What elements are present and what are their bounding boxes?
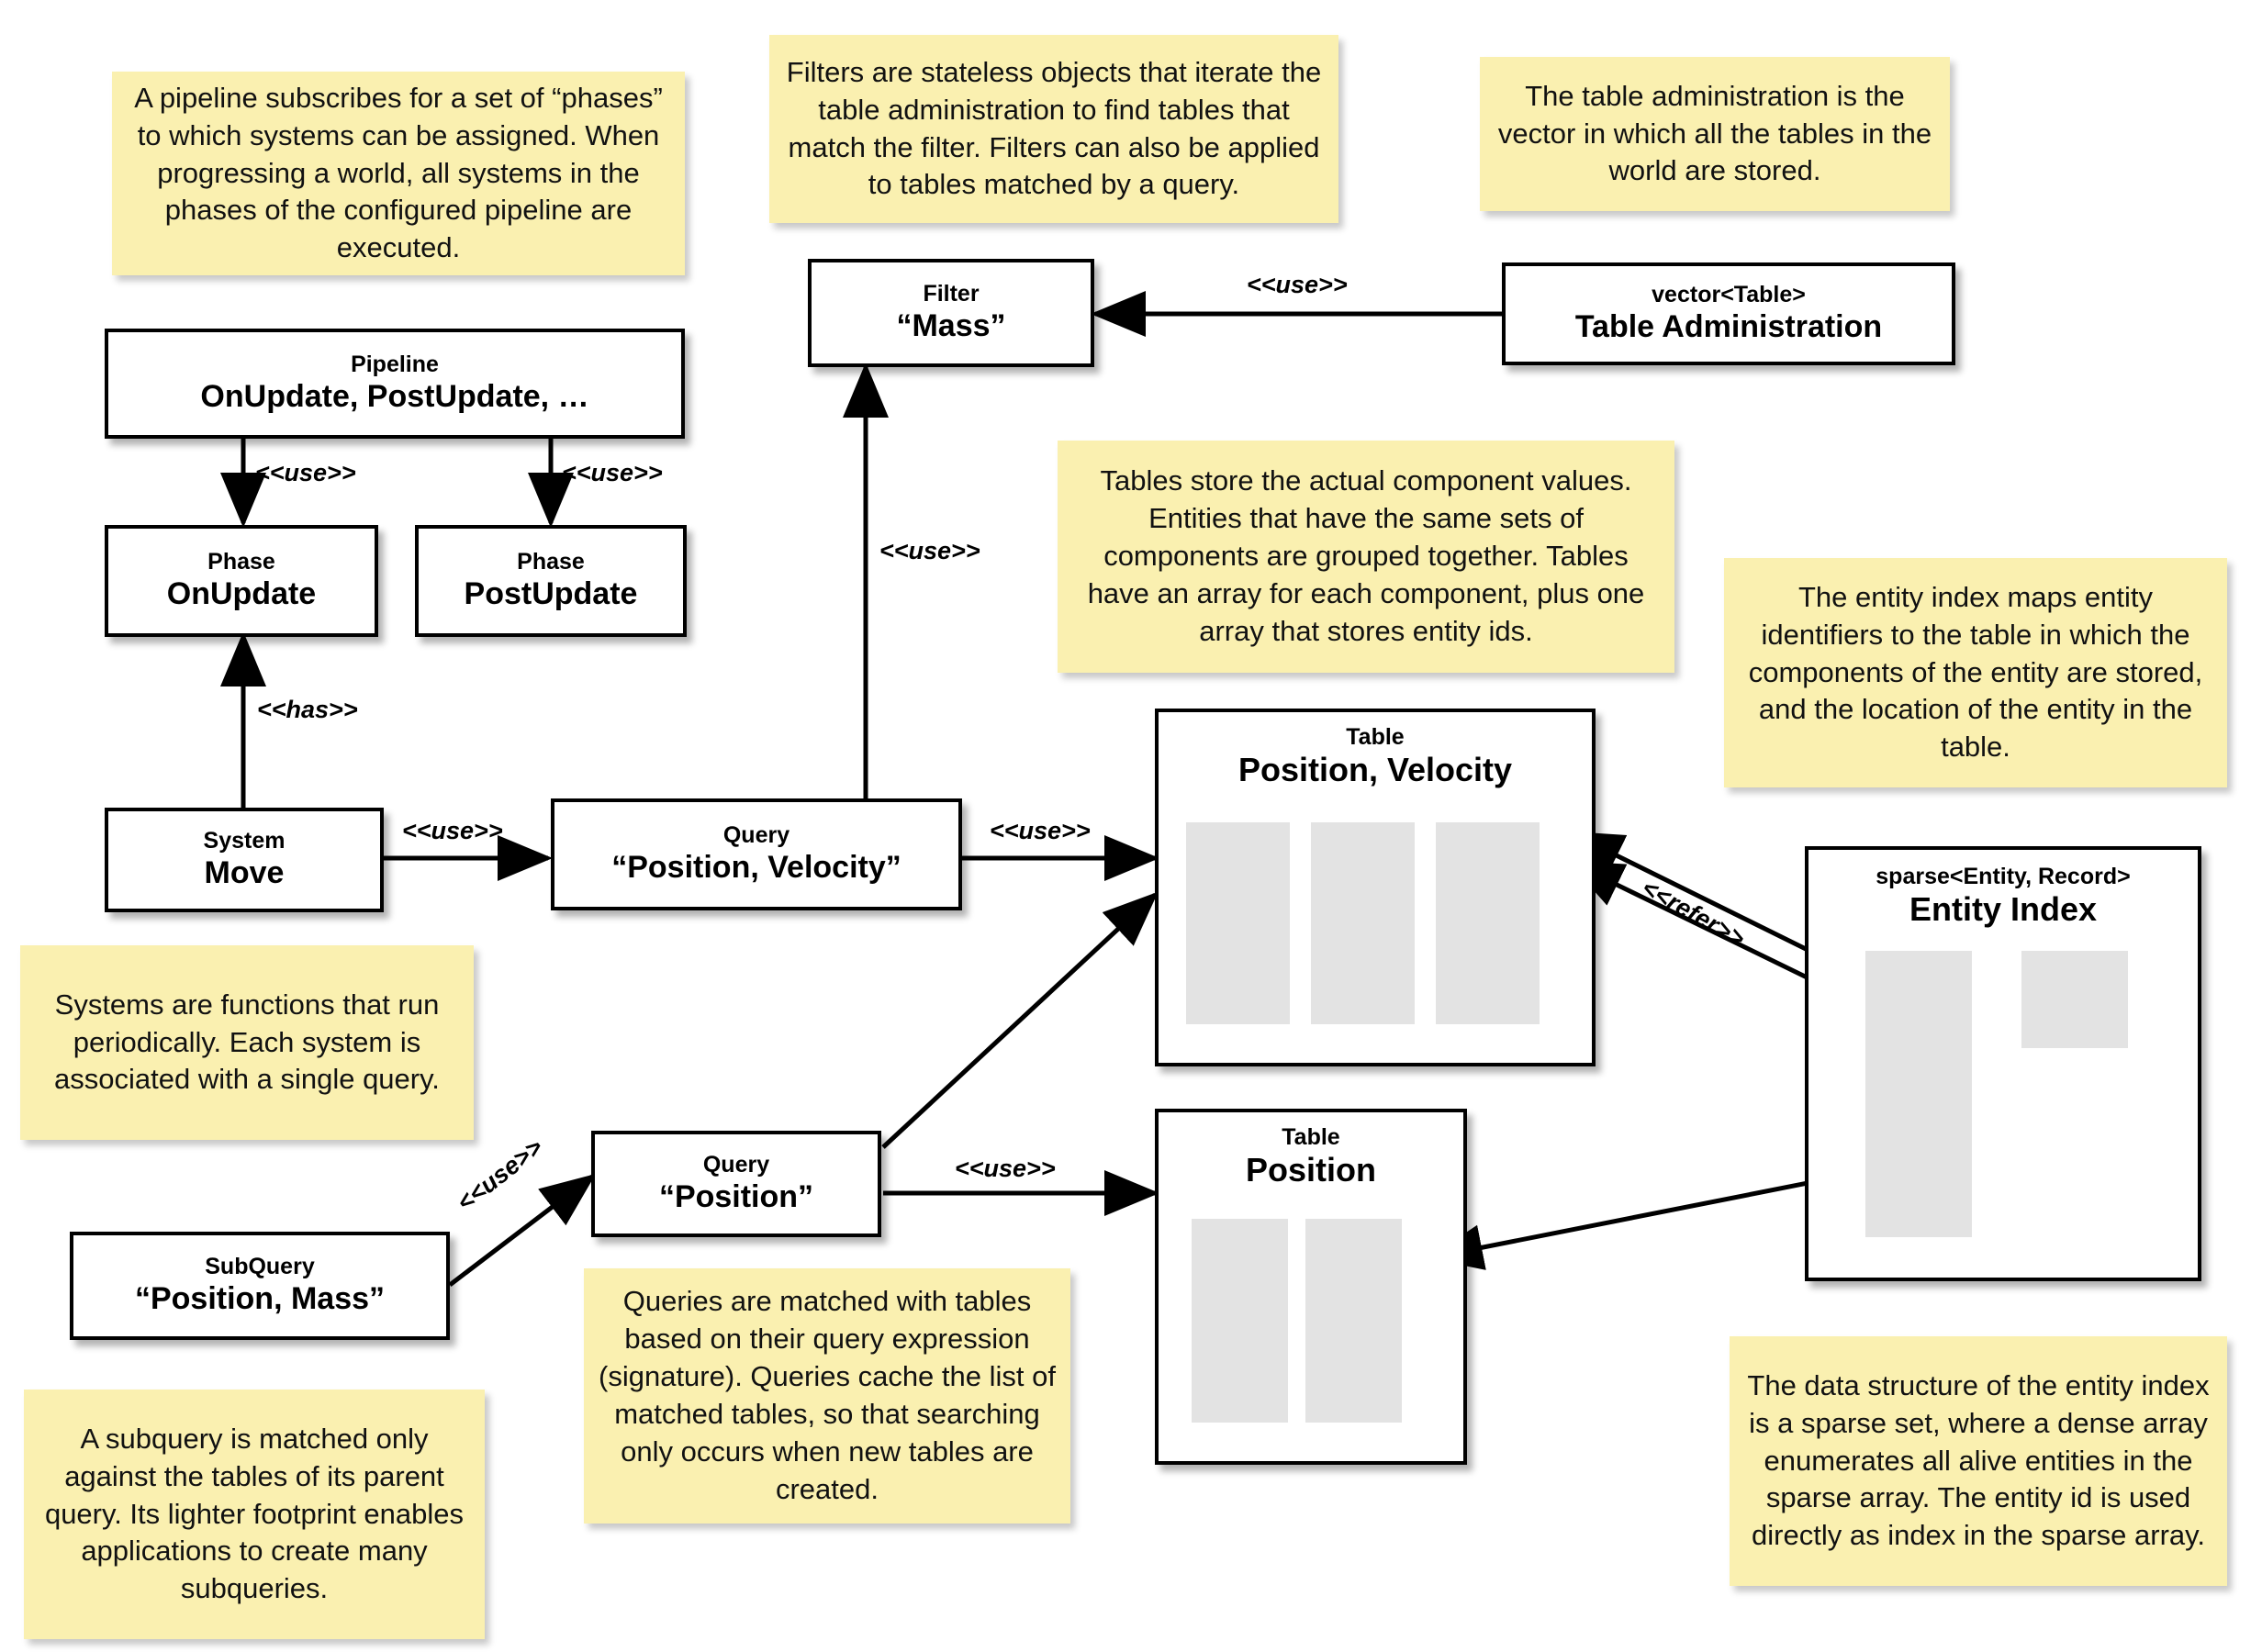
box-entity-index[interactable]: sparse<Entity, Record> Entity Index xyxy=(1805,846,2201,1281)
label-querypos-tablepos: <<use>> xyxy=(955,1155,1056,1182)
box-query-pos-sub: Query xyxy=(702,1151,770,1178)
box-pipeline-main: OnUpdate, PostUpdate, … xyxy=(200,379,589,415)
table-pos-column-1 xyxy=(1192,1219,1288,1423)
note-queries-text: Queries are matched with tables based on… xyxy=(599,1285,1056,1505)
box-system-move[interactable]: System Move xyxy=(105,808,384,912)
sparse-array xyxy=(1865,951,1972,1237)
box-system-move-sub: System xyxy=(203,827,286,854)
box-table-admin-sub: vector<Table> xyxy=(1652,281,1806,307)
box-filter-sub: Filter xyxy=(923,280,980,307)
box-query-posvel[interactable]: Query “Position, Velocity” xyxy=(551,798,962,910)
note-filters: Filters are stateless objects that itera… xyxy=(769,35,1338,223)
label-system-phase: <<has>> xyxy=(257,696,358,723)
note-entity-index-text: The entity index maps entity identifiers… xyxy=(1748,580,2203,764)
label-subquery-query: <<use>> xyxy=(452,1133,548,1217)
label-system-query: <<use>> xyxy=(402,817,503,844)
box-query-posvel-sub: Query xyxy=(722,821,790,848)
label-entityindex-refer: <<refer>> xyxy=(1637,874,1750,953)
note-sparse-set: The data structure of the entity index i… xyxy=(1730,1336,2227,1586)
box-phase-onupdate-main: OnUpdate xyxy=(166,576,317,612)
box-entity-index-main: Entity Index xyxy=(1909,889,2098,928)
table-column-1 xyxy=(1186,822,1290,1024)
box-entity-index-sub: sparse<Entity, Record> xyxy=(1876,864,2131,889)
box-table-posvel-sub: Table xyxy=(1346,724,1405,750)
box-table-pos[interactable]: Table Position xyxy=(1155,1109,1467,1465)
box-phase-onupdate[interactable]: Phase OnUpdate xyxy=(105,525,378,637)
box-phase-postupdate-main: PostUpdate xyxy=(464,576,638,612)
table-column-3 xyxy=(1436,822,1540,1024)
note-pipeline-text: A pipeline subscribes for a set of “phas… xyxy=(134,81,663,264)
note-table-admin: The table administration is the vector i… xyxy=(1480,57,1950,211)
box-filter-main: “Mass” xyxy=(896,308,1006,344)
box-subquery[interactable]: SubQuery “Position, Mass” xyxy=(70,1232,450,1340)
box-phase-postupdate-sub: Phase xyxy=(517,548,585,575)
box-table-pos-main: Position xyxy=(1246,1150,1376,1189)
edge-querypos-to-table-posvel xyxy=(881,891,1159,1149)
label-query-filter: <<use>> xyxy=(879,537,980,564)
box-phase-onupdate-sub: Phase xyxy=(207,548,275,575)
box-table-pos-sub: Table xyxy=(1282,1124,1340,1150)
box-subquery-sub: SubQuery xyxy=(205,1253,315,1279)
box-system-move-main: Move xyxy=(204,855,285,891)
box-table-posvel[interactable]: Table Position, Velocity xyxy=(1155,709,1596,1066)
note-systems: Systems are functions that run periodica… xyxy=(20,945,474,1140)
table-column-2 xyxy=(1311,822,1415,1024)
note-queries: Queries are matched with tables based on… xyxy=(584,1268,1070,1524)
dense-array xyxy=(2021,951,2128,1048)
label-pipeline-postupdate: <<use>> xyxy=(562,459,663,486)
label-pipeline-onupdate: <<use>> xyxy=(255,459,356,486)
box-table-admin[interactable]: vector<Table> Table Administration xyxy=(1502,262,1955,365)
note-entity-index: The entity index maps entity identifiers… xyxy=(1724,558,2227,787)
box-table-admin-main: Table Administration xyxy=(1574,309,1883,345)
note-systems-text: Systems are functions that run periodica… xyxy=(54,988,440,1096)
label-tableadmin-filter: <<use>> xyxy=(1247,271,1348,298)
box-query-posvel-main: “Position, Velocity” xyxy=(611,850,901,886)
note-tables-text: Tables store the actual component values… xyxy=(1087,464,1645,647)
note-subquery: A subquery is matched only against the t… xyxy=(24,1390,485,1639)
box-query-pos[interactable]: Query “Position” xyxy=(591,1131,881,1237)
note-sparse-set-text: The data structure of the entity index i… xyxy=(1747,1368,2210,1552)
note-pipeline: A pipeline subscribes for a set of “phas… xyxy=(112,72,685,275)
box-query-pos-main: “Position” xyxy=(658,1179,814,1215)
box-entity-index-header: sparse<Entity, Record> Entity Index xyxy=(1808,864,2198,928)
box-table-posvel-main: Position, Velocity xyxy=(1237,750,1513,788)
box-subquery-main: “Position, Mass” xyxy=(134,1281,386,1317)
table-pos-column-2 xyxy=(1305,1219,1402,1423)
note-subquery-text: A subquery is matched only against the t… xyxy=(44,1422,465,1605)
label-query-tableposvel: <<use>> xyxy=(990,817,1091,844)
box-pipeline-sub: Pipeline xyxy=(351,351,439,377)
box-phase-postupdate[interactable]: Phase PostUpdate xyxy=(415,525,687,637)
box-table-pos-header: Table Position xyxy=(1159,1124,1463,1189)
box-pipeline[interactable]: Pipeline OnUpdate, PostUpdate, … xyxy=(105,329,685,439)
note-tables: Tables store the actual component values… xyxy=(1058,441,1674,673)
box-table-posvel-header: Table Position, Velocity xyxy=(1159,724,1592,788)
note-filters-text: Filters are stateless objects that itera… xyxy=(786,55,1322,201)
box-filter[interactable]: Filter “Mass” xyxy=(808,259,1094,367)
note-table-admin-text: The table administration is the vector i… xyxy=(1497,79,1932,187)
